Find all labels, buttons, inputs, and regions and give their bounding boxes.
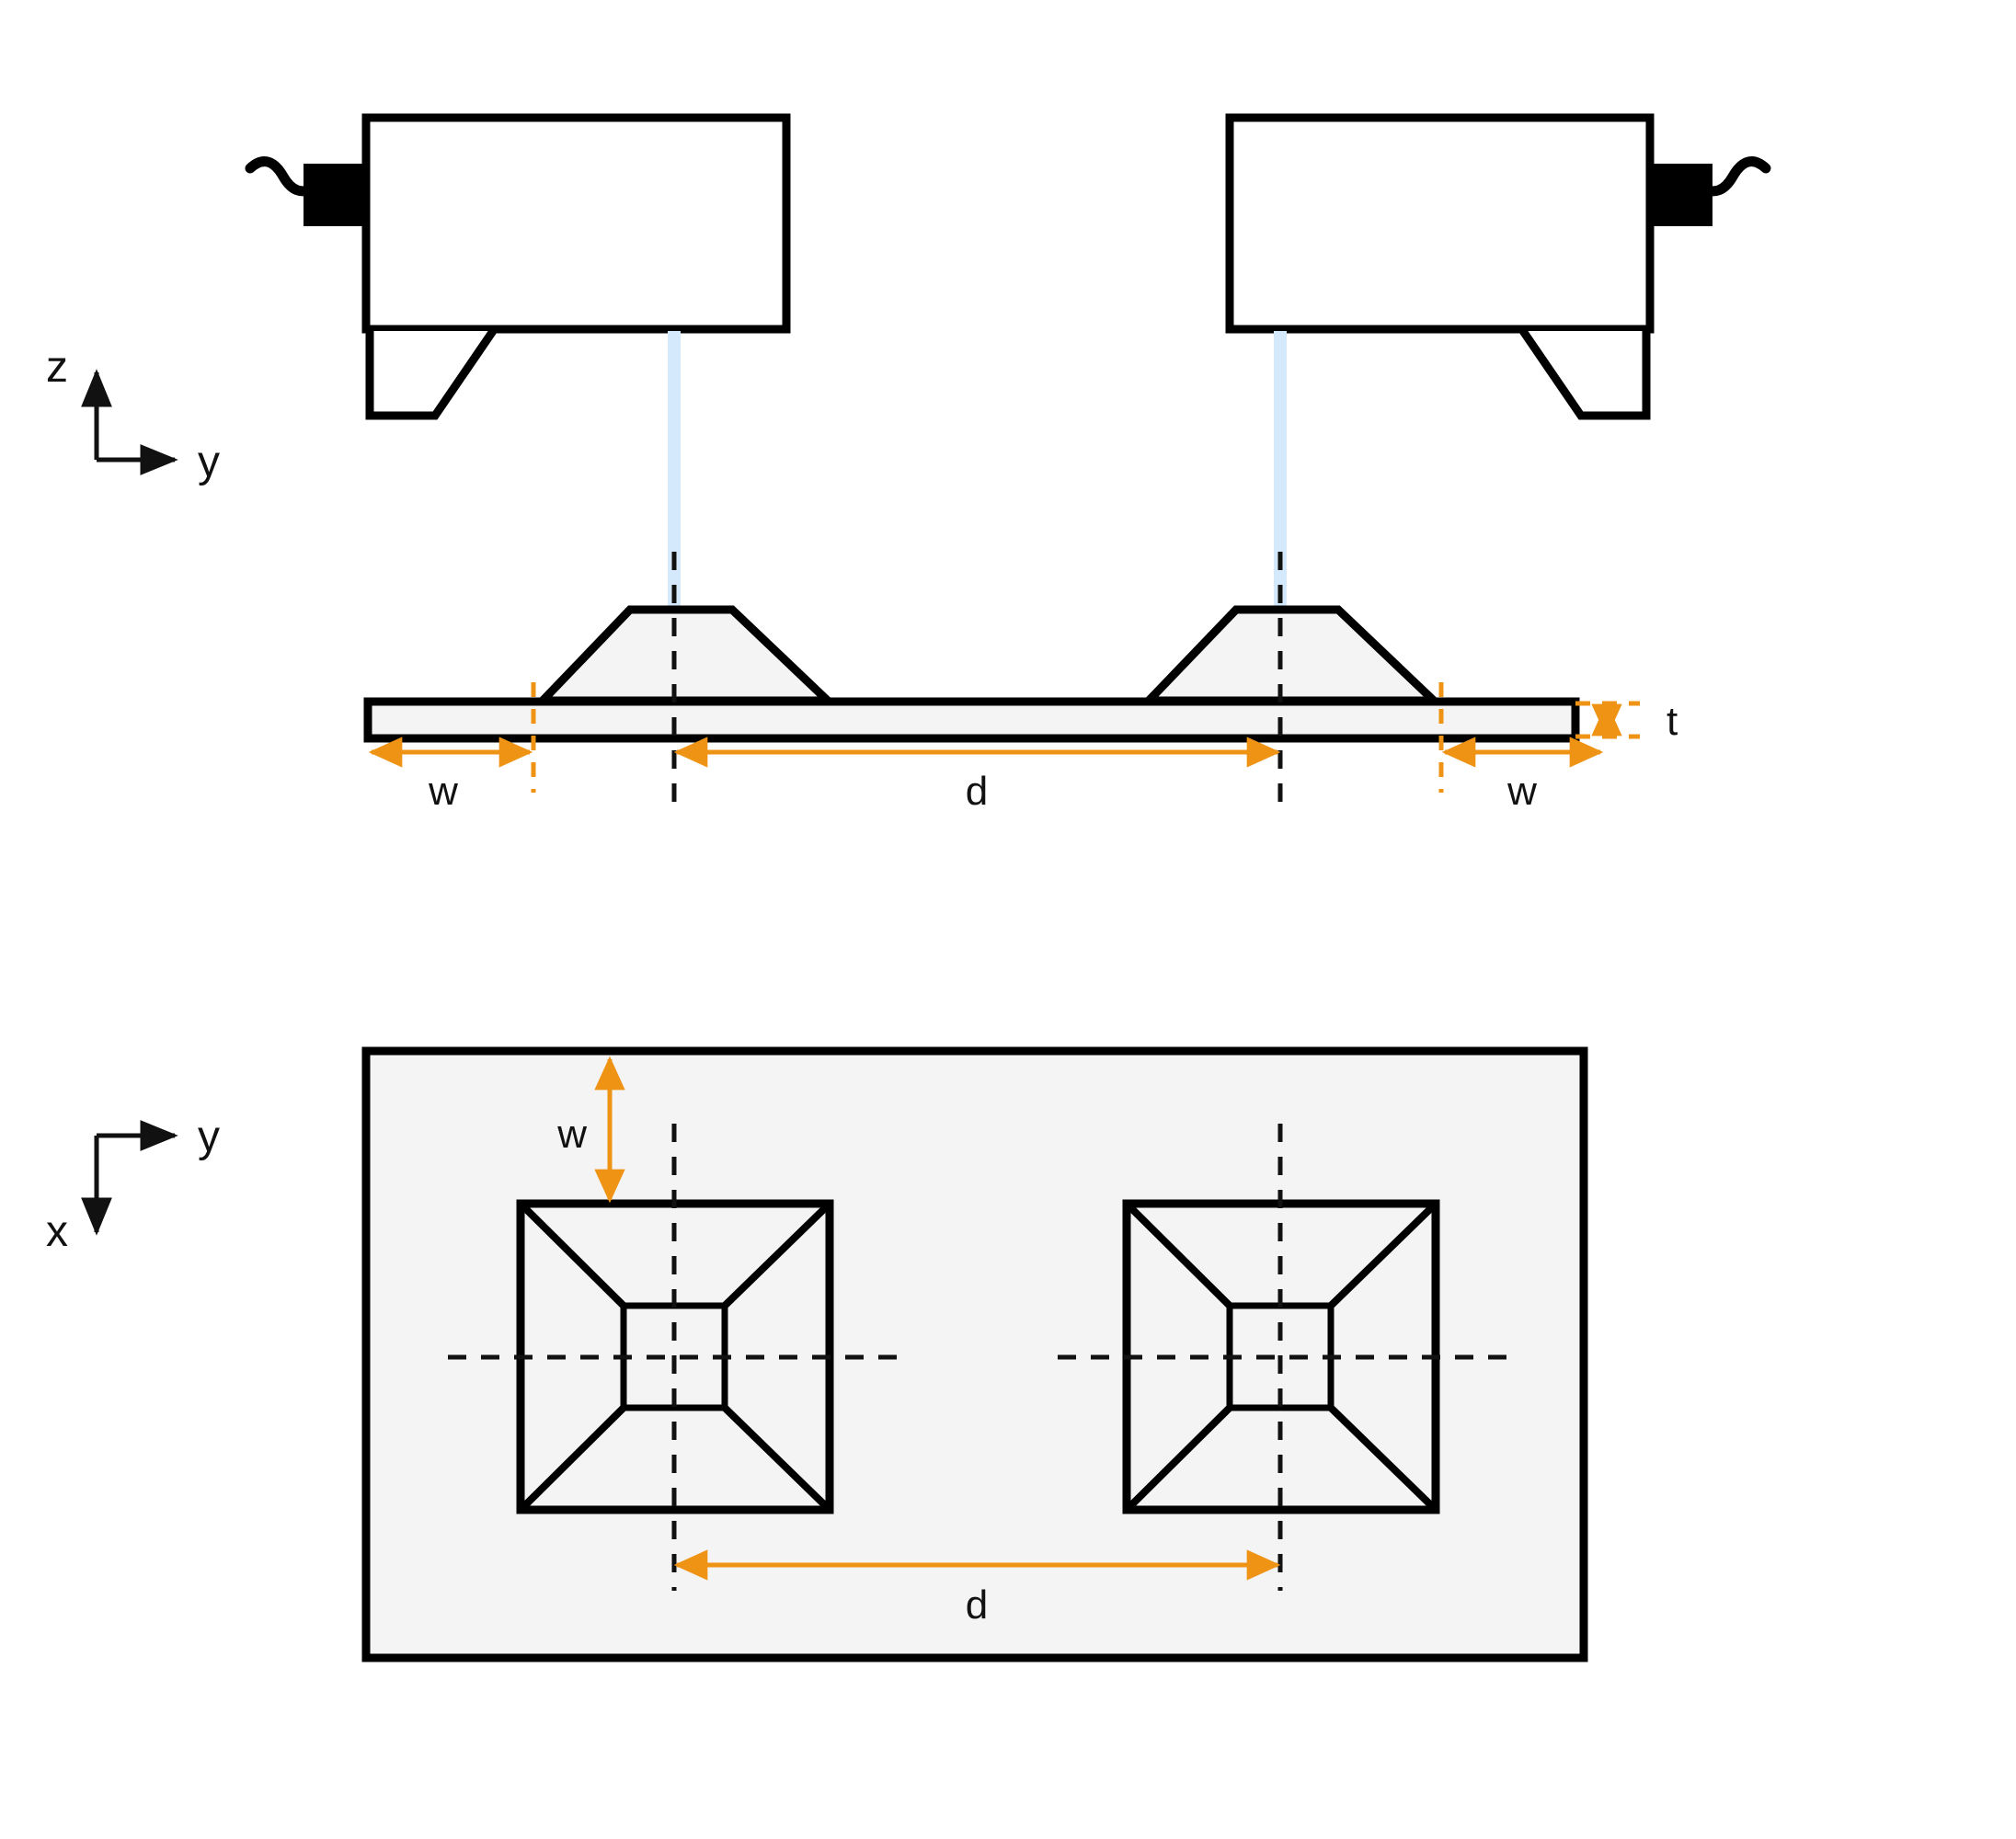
axes-xy: y x bbox=[46, 1113, 220, 1256]
dimension-w-left: w bbox=[368, 737, 533, 814]
laser-body-right bbox=[1225, 113, 1655, 334]
laser-nozzle-left bbox=[365, 328, 497, 420]
axis-z-label: z bbox=[46, 343, 68, 392]
top-view-group: y x w bbox=[46, 1046, 1588, 1662]
axis-y-label-top: y bbox=[198, 1113, 220, 1161]
connector-left bbox=[304, 164, 370, 226]
laser-head-left[interactable] bbox=[245, 113, 791, 420]
pyramid-right-edge-br bbox=[1328, 1405, 1438, 1513]
weld-bump-left bbox=[533, 605, 839, 705]
axis-y-label: y bbox=[198, 438, 220, 486]
pyramid-left-edge-tr bbox=[722, 1201, 832, 1308]
dimension-w-top: w bbox=[556, 1056, 625, 1204]
substrate-plate bbox=[363, 697, 1580, 743]
pyramid-right-edge-tr bbox=[1328, 1201, 1438, 1308]
weld-bump-right bbox=[1139, 605, 1445, 705]
dimension-d-side-label: d bbox=[966, 769, 988, 814]
pyramid-left-edge-bl bbox=[518, 1405, 626, 1513]
axis-x-label: x bbox=[46, 1207, 68, 1256]
pyramid-right-edge-bl bbox=[1124, 1405, 1232, 1513]
side-view-group: z y bbox=[46, 113, 1771, 814]
axes-zy: z y bbox=[46, 343, 220, 486]
dimension-w-left-label: w bbox=[428, 769, 458, 814]
connector-right bbox=[1646, 164, 1712, 226]
dimension-d-top-label: d bbox=[966, 1582, 988, 1628]
laser-nozzle-right bbox=[1519, 328, 1651, 420]
pyramid-right-edge-tl bbox=[1124, 1201, 1232, 1308]
dimension-w-right-label: w bbox=[1506, 769, 1537, 814]
laser-head-right[interactable] bbox=[1225, 113, 1771, 420]
dimension-d-top: d bbox=[673, 1549, 1281, 1628]
laser-beam-right bbox=[1274, 331, 1287, 611]
pyramid-left-edge-tl bbox=[518, 1201, 626, 1308]
laser-beam-left bbox=[668, 331, 681, 611]
dimension-w-top-label: w bbox=[556, 1112, 587, 1157]
dimension-t: t bbox=[1591, 699, 1678, 744]
laser-body-left bbox=[361, 113, 791, 334]
dimension-t-label: t bbox=[1667, 699, 1678, 744]
dimension-w-right: w bbox=[1441, 737, 1604, 814]
dimension-d-side: d bbox=[673, 737, 1281, 814]
pyramid-left-edge-br bbox=[722, 1405, 832, 1513]
